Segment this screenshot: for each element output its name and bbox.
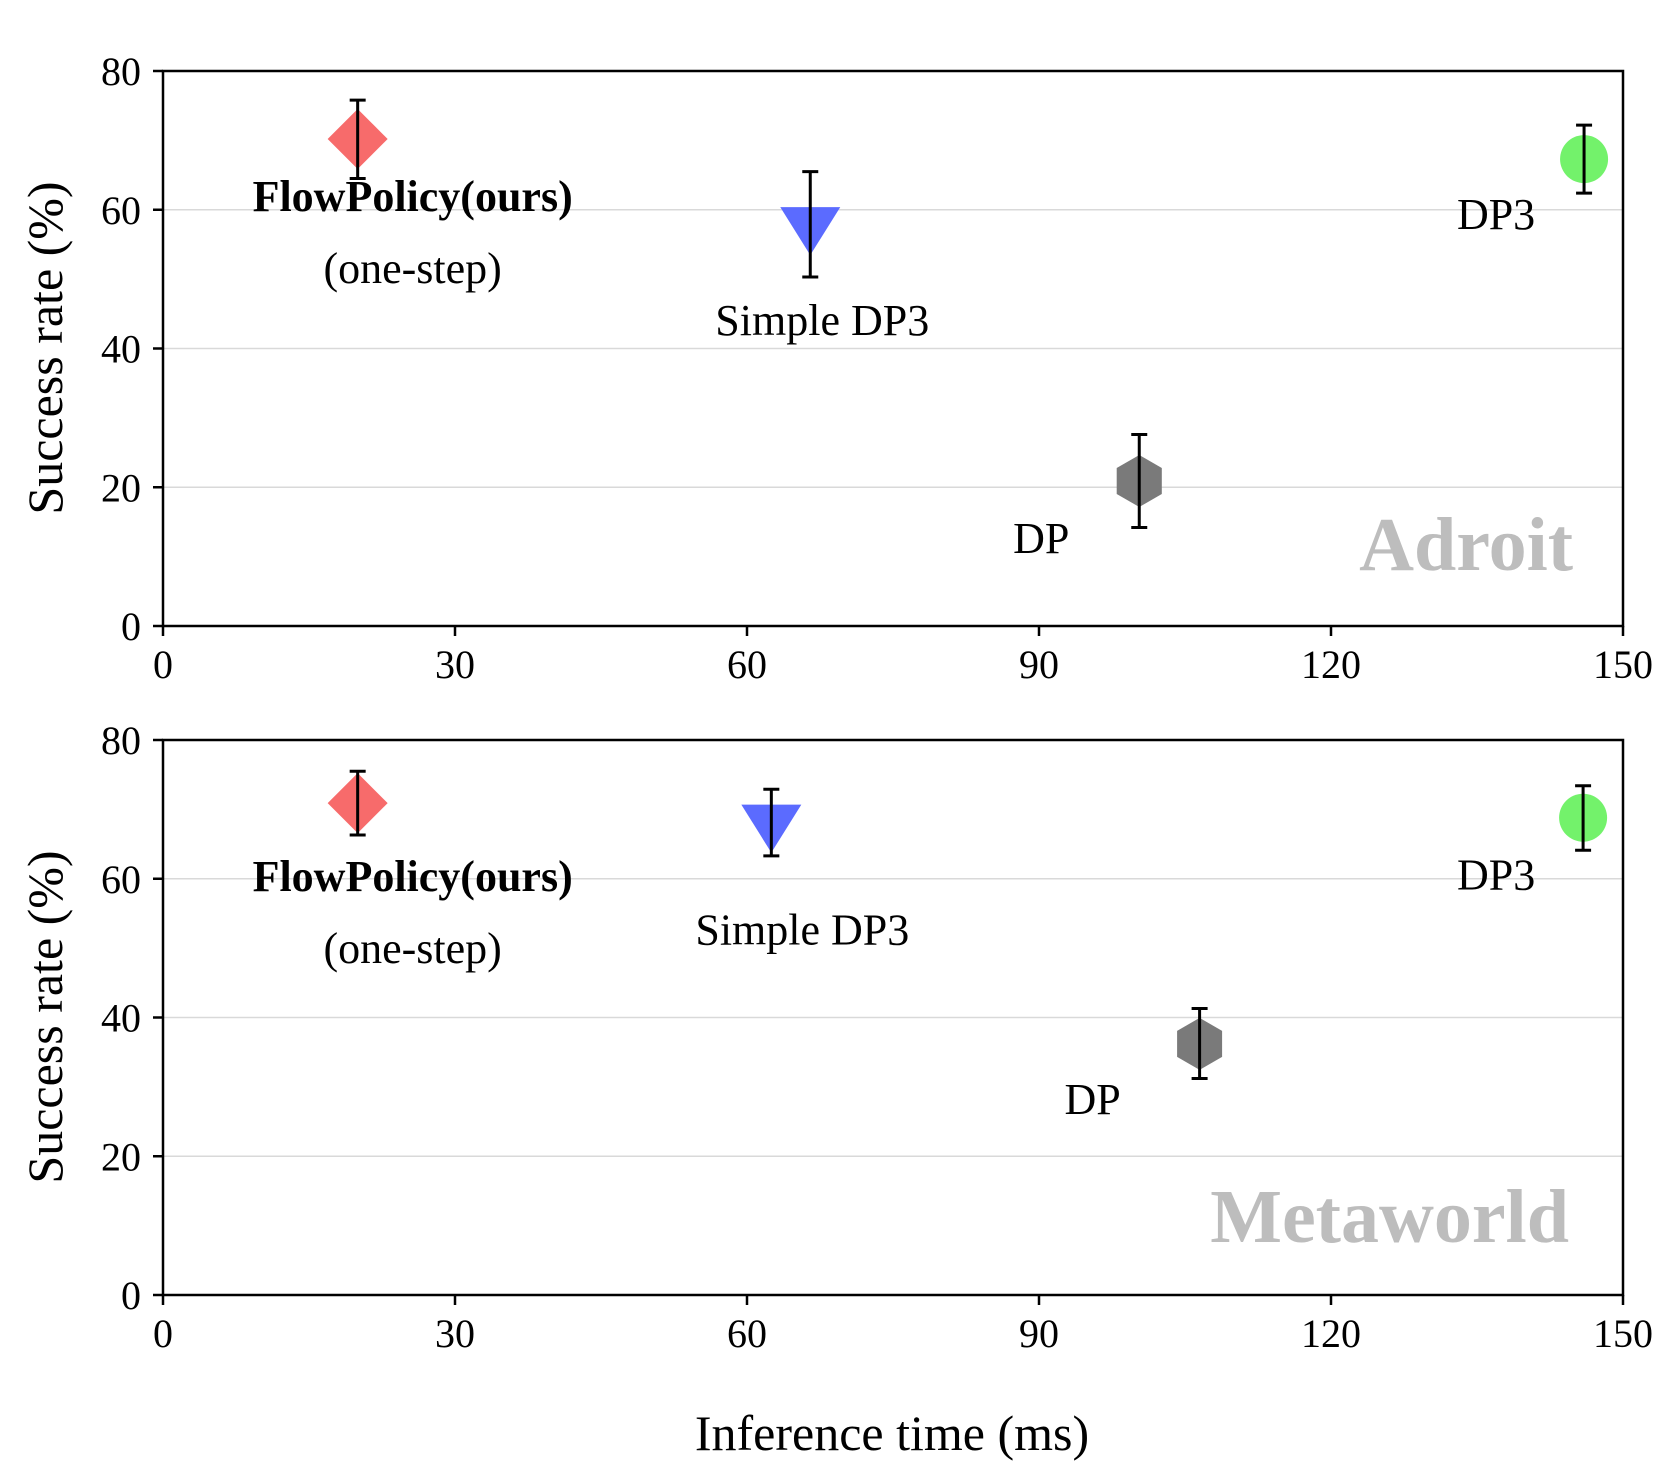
panel-watermark: Adroit <box>1359 503 1573 587</box>
y-tick-label: 0 <box>121 1273 141 1318</box>
chart-panel-metaworld: 0 20 40 60 80 0 30 60 90 120 150 Metaworld Success… <box>17 718 1653 1356</box>
x-tick-label: 60 <box>727 1311 767 1356</box>
data-point: DP3 <box>1457 123 1609 239</box>
x-tick-label: 30 <box>435 642 475 687</box>
x-tick-label: 150 <box>1593 1311 1653 1356</box>
chart-panel-adroit: 0 20 40 60 80 0 30 60 90 120 150 Adroit Success ra… <box>17 49 1653 687</box>
y-tick-label: 20 <box>101 1134 141 1179</box>
x-axis-title: Inference time (ms) <box>695 1405 1089 1461</box>
point-sublabel: (one-step) <box>323 924 501 973</box>
gridlines <box>163 209 1623 488</box>
point-label: Simple DP3 <box>695 906 909 955</box>
point-label: DP <box>1013 514 1069 563</box>
data-point: DP <box>1064 1006 1223 1124</box>
axis-ticks: 0 20 40 60 80 0 30 60 90 120 150 <box>101 718 1653 1356</box>
y-axis-title: Success rate (%) <box>17 181 73 514</box>
x-tick-label: 90 <box>1019 1311 1059 1356</box>
y-tick-label: 60 <box>101 857 141 902</box>
x-tick-label: 120 <box>1301 642 1361 687</box>
y-tick-label: 80 <box>101 49 141 94</box>
x-tick-label: 30 <box>435 1311 475 1356</box>
y-tick-label: 40 <box>101 996 141 1041</box>
point-label: FlowPolicy(ours) <box>253 172 573 221</box>
x-tick-label: 120 <box>1301 1311 1361 1356</box>
y-tick-label: 0 <box>121 604 141 649</box>
gridlines <box>163 878 1623 1157</box>
panel-watermark: Metaworld <box>1210 1175 1569 1259</box>
axis-ticks: 0 20 40 60 80 0 30 60 90 120 150 <box>101 49 1653 687</box>
y-tick-label: 80 <box>101 718 141 763</box>
data-point: FlowPolicy(ours) (one-step) <box>253 98 573 293</box>
x-tick-label: 0 <box>153 1311 173 1356</box>
point-label: DP3 <box>1457 851 1535 900</box>
y-tick-label: 20 <box>101 465 141 510</box>
data-point: Simple DP3 <box>715 170 929 345</box>
point-sublabel: (one-step) <box>323 244 501 293</box>
data-point: FlowPolicy(ours) (one-step) <box>253 769 573 973</box>
x-tick-label: 0 <box>153 642 173 687</box>
data-point: DP <box>1013 433 1162 563</box>
x-tick-label: 150 <box>1593 642 1653 687</box>
data-point: DP3 <box>1457 784 1608 900</box>
y-tick-label: 60 <box>101 188 141 233</box>
point-label: DP3 <box>1457 190 1535 239</box>
x-tick-label: 90 <box>1019 642 1059 687</box>
point-label: Simple DP3 <box>715 296 929 345</box>
y-tick-label: 40 <box>101 327 141 372</box>
y-axis-title: Success rate (%) <box>17 850 73 1183</box>
point-label: FlowPolicy(ours) <box>253 852 573 901</box>
point-label: DP <box>1064 1075 1120 1124</box>
data-point: Simple DP3 <box>695 787 909 955</box>
x-tick-label: 60 <box>727 642 767 687</box>
